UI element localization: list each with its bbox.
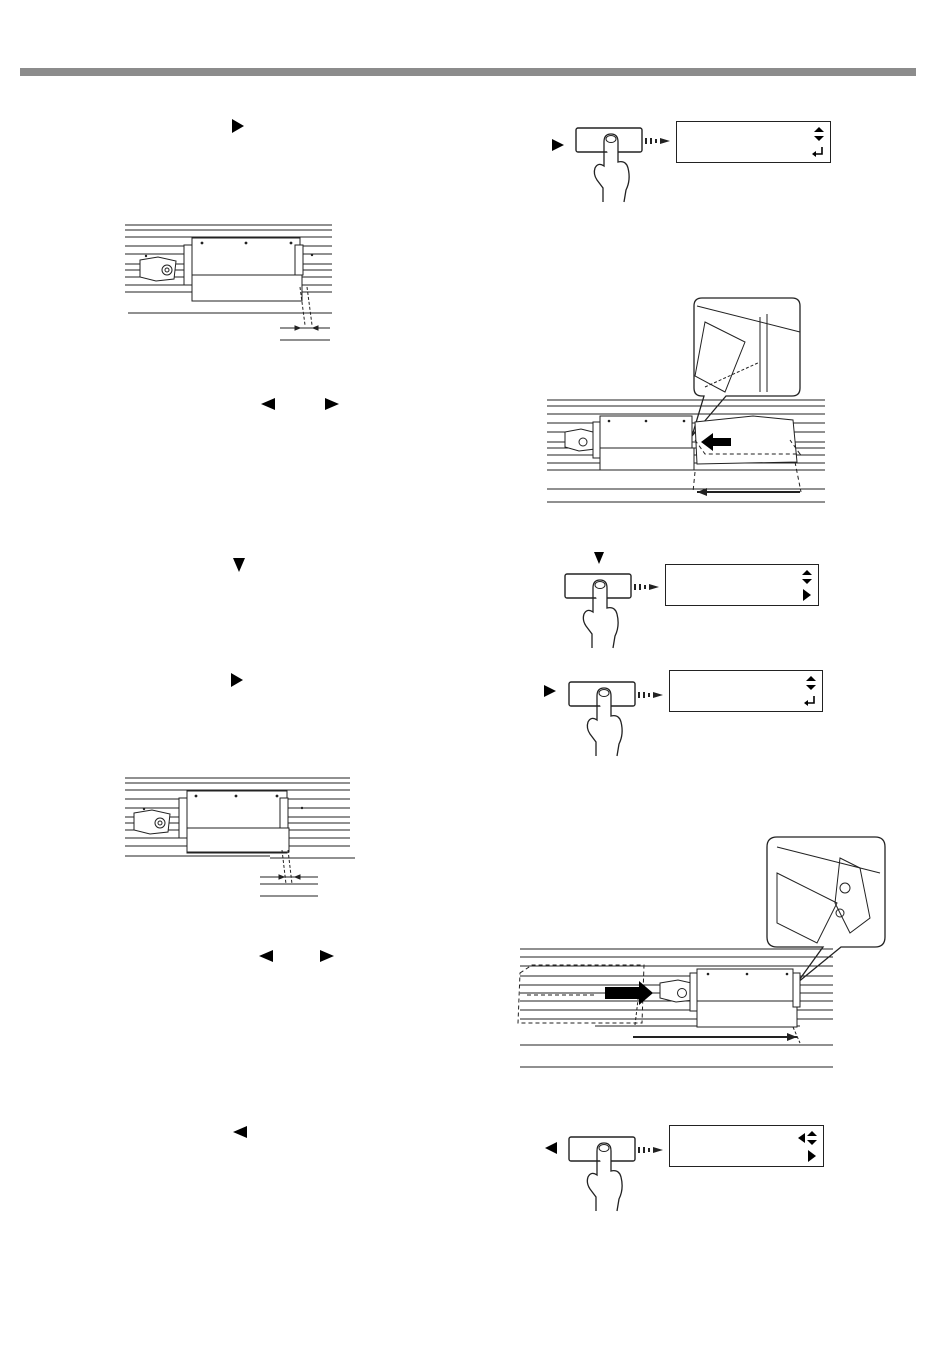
left-key-button[interactable]: [567, 1133, 667, 1213]
lcd-display: [669, 670, 823, 712]
right-icon: [808, 1150, 816, 1162]
up-down-icon: [806, 676, 816, 690]
left-arrow-icon: [258, 949, 274, 963]
up-down-icon: [814, 127, 824, 141]
left-arrow-icon: [232, 1125, 248, 1139]
left-arrow-icon: [260, 397, 276, 411]
right-arrow-icon: [319, 949, 335, 963]
right-arrow-icon: [551, 138, 565, 152]
carriage-move-right-illustration: [515, 833, 890, 1073]
left-up-down-icon: [798, 1131, 818, 1145]
lcd-display: [665, 564, 819, 606]
cutter-carriage-illustration: [120, 768, 360, 903]
down-arrow-icon: [232, 557, 246, 573]
up-down-icon: [802, 570, 812, 584]
carriage-move-left-illustration: [545, 292, 830, 514]
lcd-display: [669, 1125, 824, 1167]
right-icon: [803, 589, 811, 601]
right-arrow-icon: [230, 672, 244, 688]
right-key-button[interactable]: [567, 678, 667, 758]
lcd-display: [676, 121, 831, 163]
down-arrow-icon: [593, 551, 605, 565]
right-key-button[interactable]: [574, 124, 674, 204]
right-arrow-icon: [543, 684, 557, 698]
down-key-button[interactable]: [563, 570, 663, 650]
enter-icon: [804, 695, 816, 707]
enter-icon: [812, 146, 824, 158]
cutter-carriage-illustration: [120, 215, 335, 350]
right-arrow-icon: [324, 397, 340, 411]
right-arrow-icon: [231, 118, 245, 134]
header-rule: [20, 68, 916, 76]
left-arrow-icon: [544, 1141, 558, 1155]
